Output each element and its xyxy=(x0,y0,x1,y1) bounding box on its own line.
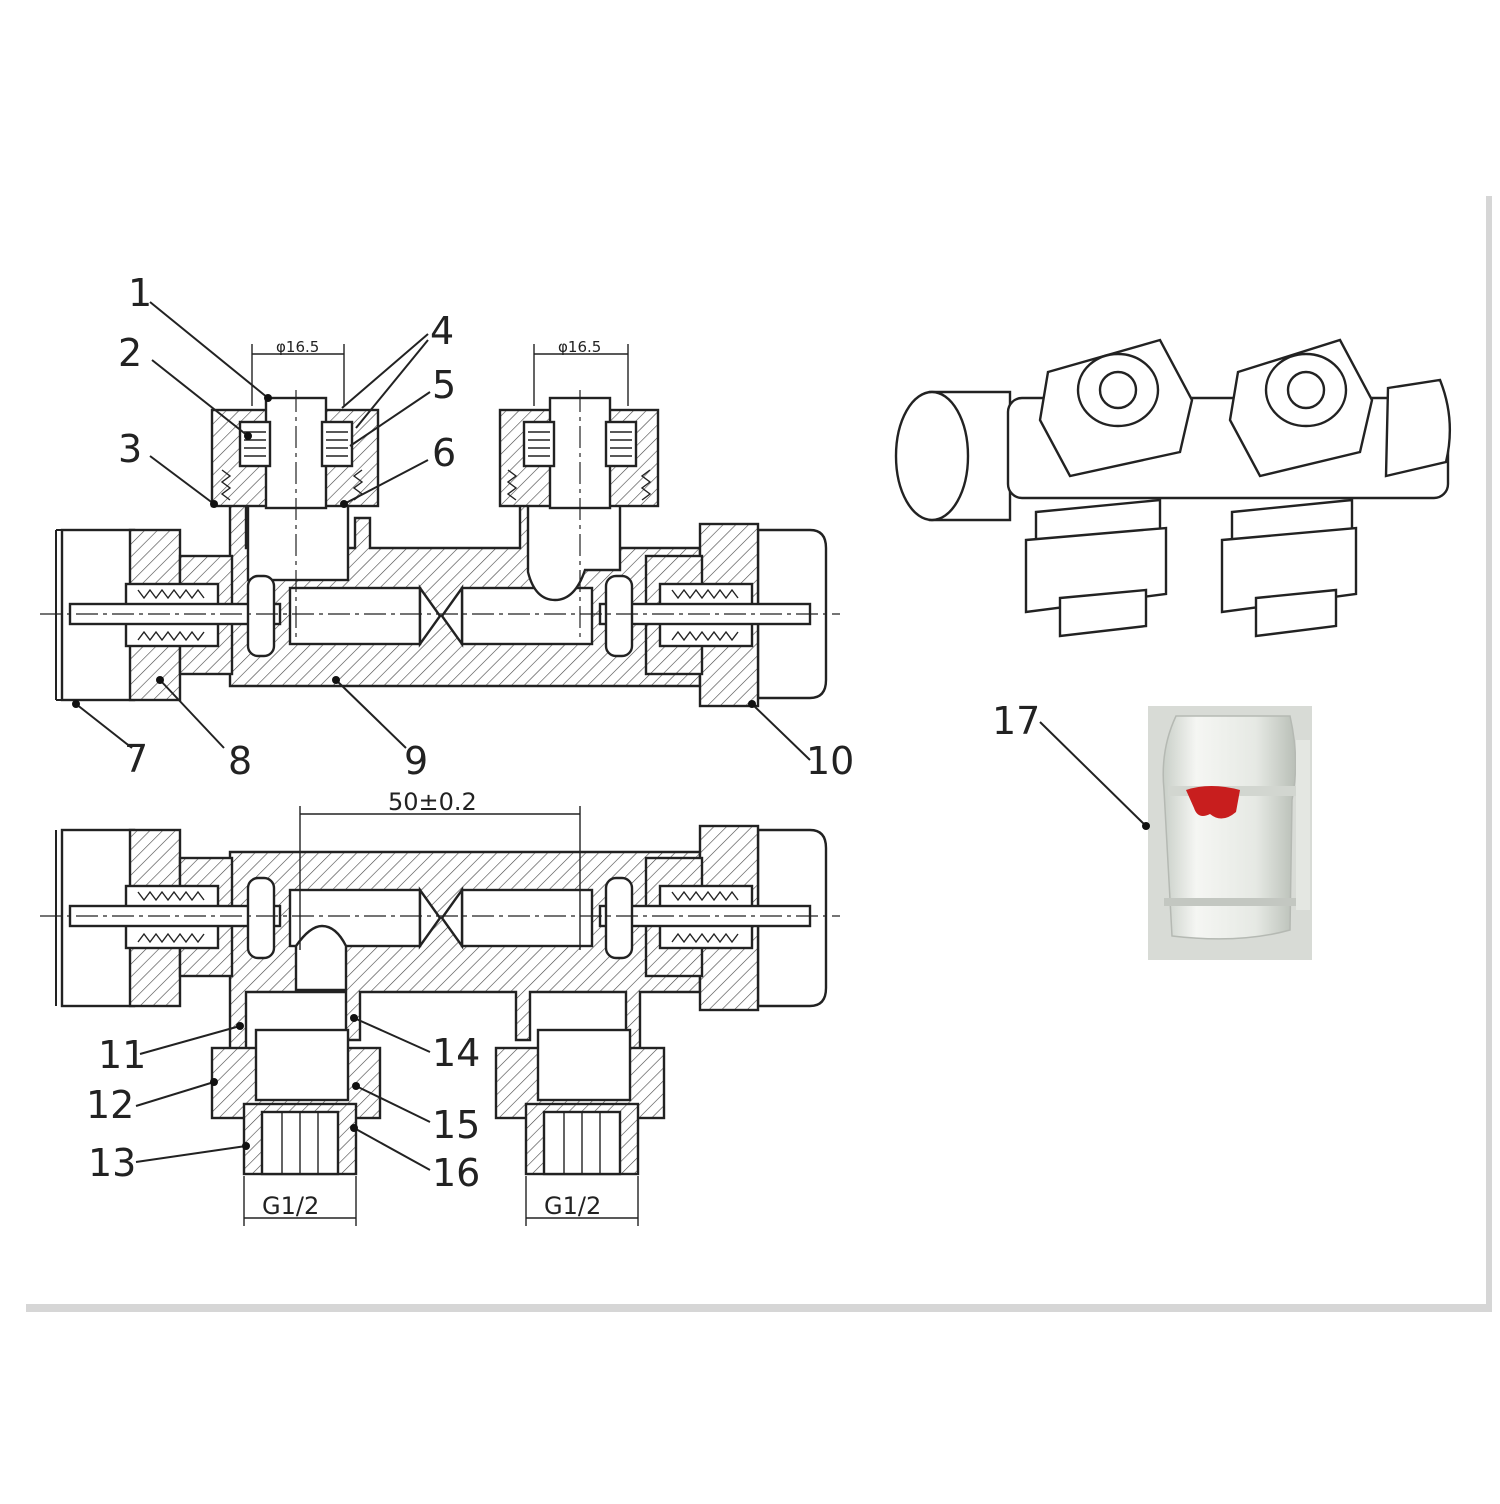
callout-13: 13 xyxy=(88,1141,136,1185)
isometric-view xyxy=(894,338,1452,638)
callout-5: 5 xyxy=(432,363,456,407)
callout-11: 11 xyxy=(98,1033,146,1077)
callout-15: 15 xyxy=(432,1103,480,1147)
callout-16: 16 xyxy=(432,1151,480,1195)
leader-dots xyxy=(72,394,1150,1150)
callout-6: 6 xyxy=(432,431,456,475)
leader-lines xyxy=(75,301,1147,1171)
dimension-bottom-right-thread: G1/2 xyxy=(544,1192,601,1220)
callout-3: 3 xyxy=(118,427,142,471)
dimension-spacing: 50±0.2 xyxy=(388,788,477,816)
callout-7: 7 xyxy=(124,737,148,781)
cap-red-marker xyxy=(1186,786,1240,819)
dimension-bottom-left-thread: G1/2 xyxy=(262,1192,319,1220)
dimension-labels: φ16.5 φ16.5 50±0.2 G1/2 G1/2 xyxy=(262,338,601,1220)
dimension-top-left-diameter: φ16.5 xyxy=(276,338,319,356)
callout-2: 2 xyxy=(118,331,142,375)
dimension-top-right-diameter: φ16.5 xyxy=(558,338,601,356)
bottom-section-view xyxy=(40,806,840,1226)
callout-10: 10 xyxy=(806,739,854,783)
cap-photo xyxy=(1148,706,1312,960)
callout-14: 14 xyxy=(432,1031,480,1075)
callouts: 1 2 3 4 5 6 7 8 9 10 11 12 13 14 15 16 1… xyxy=(86,271,1040,1195)
callout-4: 4 xyxy=(430,309,454,353)
callout-9: 9 xyxy=(404,739,428,783)
callout-12: 12 xyxy=(86,1083,134,1127)
callout-8: 8 xyxy=(228,739,252,783)
page-frame xyxy=(26,196,1492,1312)
top-section-view xyxy=(40,344,840,708)
callout-17: 17 xyxy=(992,699,1040,743)
callout-1: 1 xyxy=(128,271,152,315)
